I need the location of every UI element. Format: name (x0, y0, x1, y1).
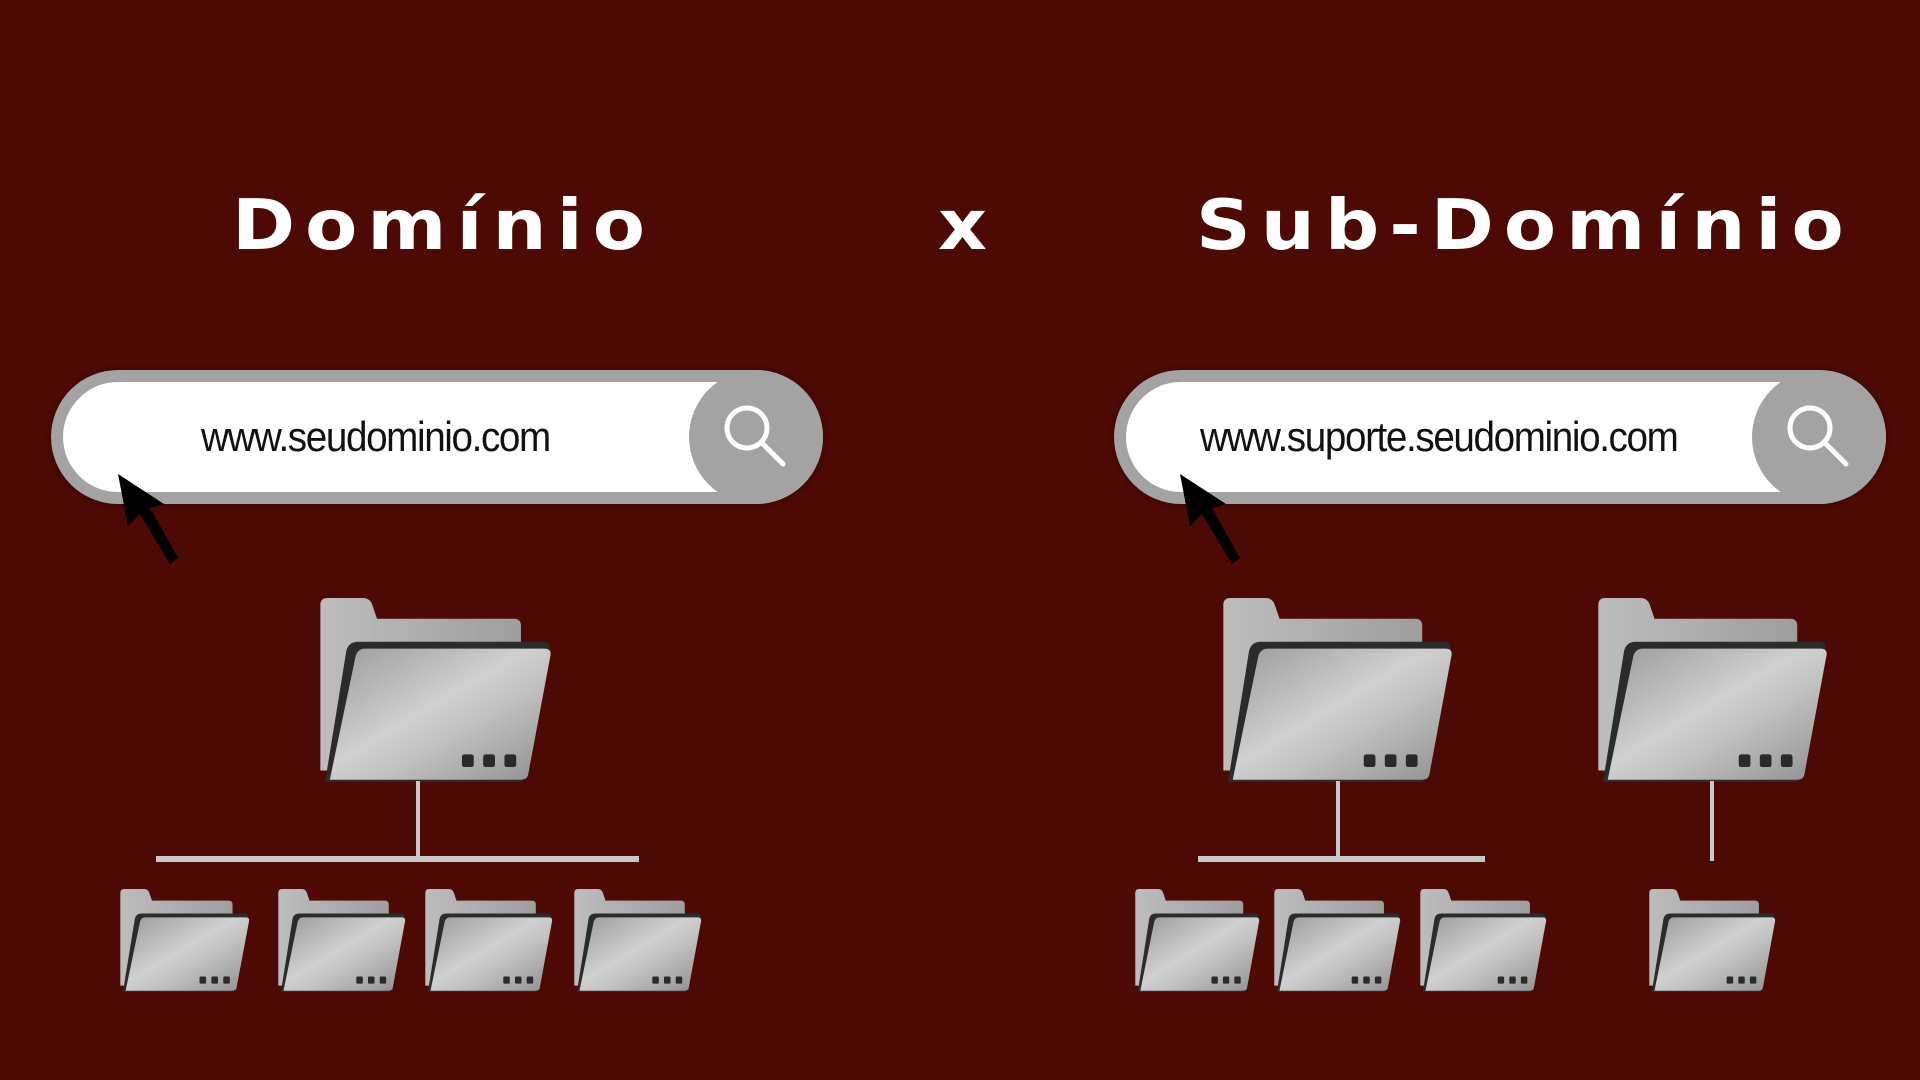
search-icon (724, 405, 786, 467)
mouse-pointer-icon (1180, 474, 1240, 564)
child-folder-icon (1273, 889, 1402, 992)
parent-folder-icon (318, 598, 554, 782)
tree-connector-horizontal (1198, 856, 1485, 862)
search-button[interactable] (1752, 370, 1886, 504)
child-folder-icon (1648, 889, 1777, 992)
child-folder-icon (573, 889, 703, 992)
address-bar-url: www.suporte.seudominio.com (1200, 413, 1679, 460)
parent-folder-icon (1596, 598, 1830, 782)
subdomain-title: Sub-Domínio (1196, 183, 1854, 266)
address-bar-field[interactable] (1126, 382, 1796, 492)
search-button[interactable] (689, 370, 823, 504)
child-folder-icon (277, 889, 407, 992)
search-icon (1787, 405, 1849, 467)
tree-connector-vertical (1336, 781, 1340, 859)
versus-separator: x (938, 183, 998, 266)
address-bar-url: www.seudominio.com (201, 413, 551, 460)
domain-title: Domínio (232, 183, 655, 266)
mouse-pointer-icon (118, 474, 178, 564)
parent-folder-icon (1221, 598, 1455, 782)
child-folder-icon (1134, 889, 1261, 992)
address-bar-field[interactable] (63, 382, 733, 492)
tree-connector-horizontal (156, 856, 639, 862)
tree-connector-vertical (1710, 781, 1714, 861)
domain-address-bar[interactable]: www.seudominio.com (51, 370, 823, 504)
subdomain-address-bar[interactable]: www.suporte.seudominio.com (1114, 370, 1886, 504)
tree-connector-vertical (416, 781, 420, 859)
child-folder-icon (1419, 889, 1548, 992)
child-folder-icon (119, 889, 251, 992)
child-folder-icon (424, 889, 554, 992)
